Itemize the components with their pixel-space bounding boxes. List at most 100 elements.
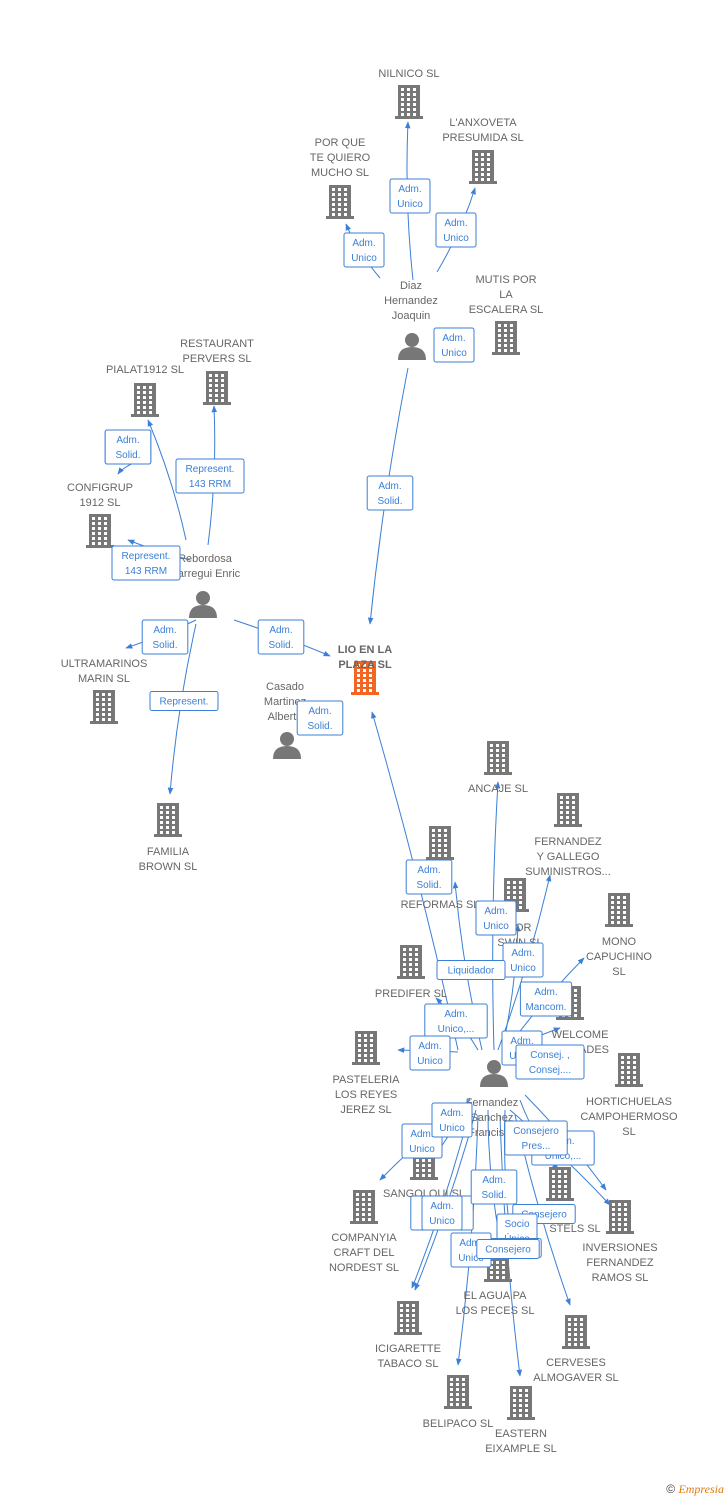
- node-label: Y GALLEGO: [537, 851, 600, 863]
- company-node-belipaco[interactable]: BELIPACO SL: [423, 1375, 494, 1430]
- node-label: Hernandez: [384, 295, 438, 307]
- edge-labels-layer: Adm.UnicoAdm.UnicoAdm.UnicoAdm.UnicoAdm.…: [104, 178, 595, 1268]
- edge-label-box: [436, 960, 506, 980]
- edge-label-box: [141, 619, 189, 655]
- edge-label-text: Mancom.: [525, 1002, 566, 1013]
- node-label: EASTERN: [495, 1428, 547, 1440]
- node-label: HORTICHUELAS: [586, 1096, 672, 1108]
- edge-label-text: Adm.: [510, 1036, 533, 1047]
- edge-label[interactable]: Adm.Unico: [421, 1195, 463, 1231]
- company-node-ancaje[interactable]: ANCAJE SL: [468, 741, 528, 795]
- building-icon: [605, 893, 633, 927]
- edge-label-box: [431, 1102, 473, 1138]
- edge-label-text: Adm.: [444, 1009, 467, 1020]
- company-node-reformas[interactable]: ES YREFORMAS SL: [401, 826, 480, 911]
- edge-label[interactable]: Adm.Unico: [502, 942, 544, 978]
- edge-label[interactable]: Adm.Unico: [409, 1035, 451, 1071]
- edge-line: [147, 419, 187, 541]
- building-icon: [554, 793, 582, 827]
- node-label: SUMINISTROS...: [525, 866, 611, 878]
- node-label: SL: [622, 1126, 635, 1138]
- edge-label-text: Unico: [397, 199, 423, 210]
- edge-label[interactable]: Adm.Unico: [343, 232, 385, 268]
- edge-label[interactable]: Adm.Solid.: [405, 859, 453, 895]
- node-label: Sanchez: [471, 1112, 514, 1124]
- company-node-stels[interactable]: STELS SL: [546, 1167, 601, 1235]
- edge-label-text: Represent.: [186, 464, 235, 475]
- edge-label[interactable]: Adm. Solid.: [141, 619, 189, 655]
- edge-label[interactable]: Adm.Unico: [389, 178, 431, 214]
- node-label: LA: [499, 289, 513, 301]
- node-label: FAMILIA: [147, 846, 190, 858]
- company-node-nilnico[interactable]: NILNICO SL: [378, 68, 440, 119]
- edge-label-box: [343, 232, 385, 268]
- edge-label-text: Adm.: [484, 906, 507, 917]
- node-label: Diaz: [400, 280, 422, 292]
- person-icon: [189, 591, 217, 618]
- edge-label-text: Adm.: [482, 1175, 505, 1186]
- node-label: STELS SL: [549, 1223, 600, 1235]
- node-label: Casado: [266, 681, 304, 693]
- edge-label[interactable]: Represent.143 RRM: [111, 545, 181, 581]
- edge-label[interactable]: Adm.Solid.: [257, 619, 305, 655]
- edge-label-text: Adm.: [269, 625, 292, 636]
- node-label: PREDIFER SL: [375, 988, 447, 1000]
- edge-label[interactable]: Represent.: [149, 691, 219, 711]
- edge-label[interactable]: Adm.Unico: [433, 327, 475, 363]
- edge-label[interactable]: Adm.Solid.: [104, 429, 152, 465]
- node-label: MUCHO SL: [311, 167, 369, 179]
- edge-label[interactable]: Consejero: [476, 1239, 540, 1259]
- edge-label[interactable]: Adm.Solid.: [470, 1169, 518, 1205]
- node-label: ALMOGAVER SL: [533, 1372, 618, 1384]
- edge-label[interactable]: ConsejeroPres...: [504, 1120, 568, 1156]
- edge-label-text: Adm.: [153, 625, 176, 636]
- credit[interactable]: © Empresia: [666, 1482, 724, 1497]
- company-node-pialat[interactable]: PIALAT1912 SL: [106, 364, 184, 417]
- node-label: FERNANDEZ: [586, 1257, 654, 1269]
- node-label: MONO: [602, 936, 637, 948]
- node-label: LOS PECES SL: [456, 1305, 535, 1317]
- building-icon: [507, 1386, 535, 1420]
- edge-label[interactable]: Adm.Unico: [475, 900, 517, 936]
- edge-label[interactable]: Adm.Mancom.: [519, 981, 573, 1017]
- edge-label[interactable]: Consej. ,Consej....: [515, 1044, 585, 1080]
- edge-label[interactable]: Represent.143 RRM: [175, 458, 245, 494]
- edge-label-text: Solid.: [152, 640, 177, 651]
- edge-label[interactable]: Liquidador: [436, 960, 506, 980]
- edge-label[interactable]: Adm.Unico,...: [424, 1003, 488, 1039]
- node-label: PLAZA SL: [338, 659, 392, 671]
- edge-label-text: Adm.: [430, 1201, 453, 1212]
- edge-label[interactable]: Adm.Unico: [435, 212, 477, 248]
- edge-label[interactable]: Adm.Unico: [431, 1102, 473, 1138]
- edge-label-text: 143 RRM: [125, 566, 167, 577]
- edge-label[interactable]: Adm.Solid.: [366, 475, 414, 511]
- node-label: Francisco: [468, 1127, 516, 1139]
- edge-label[interactable]: Adm.Solid.: [296, 700, 344, 736]
- node-label: CRAFT DEL: [334, 1247, 395, 1259]
- edge-label-text: Adm.: [440, 1108, 463, 1119]
- company-node-predifer[interactable]: PREDIFER SL: [375, 945, 447, 1000]
- edge-label-box: [519, 981, 573, 1017]
